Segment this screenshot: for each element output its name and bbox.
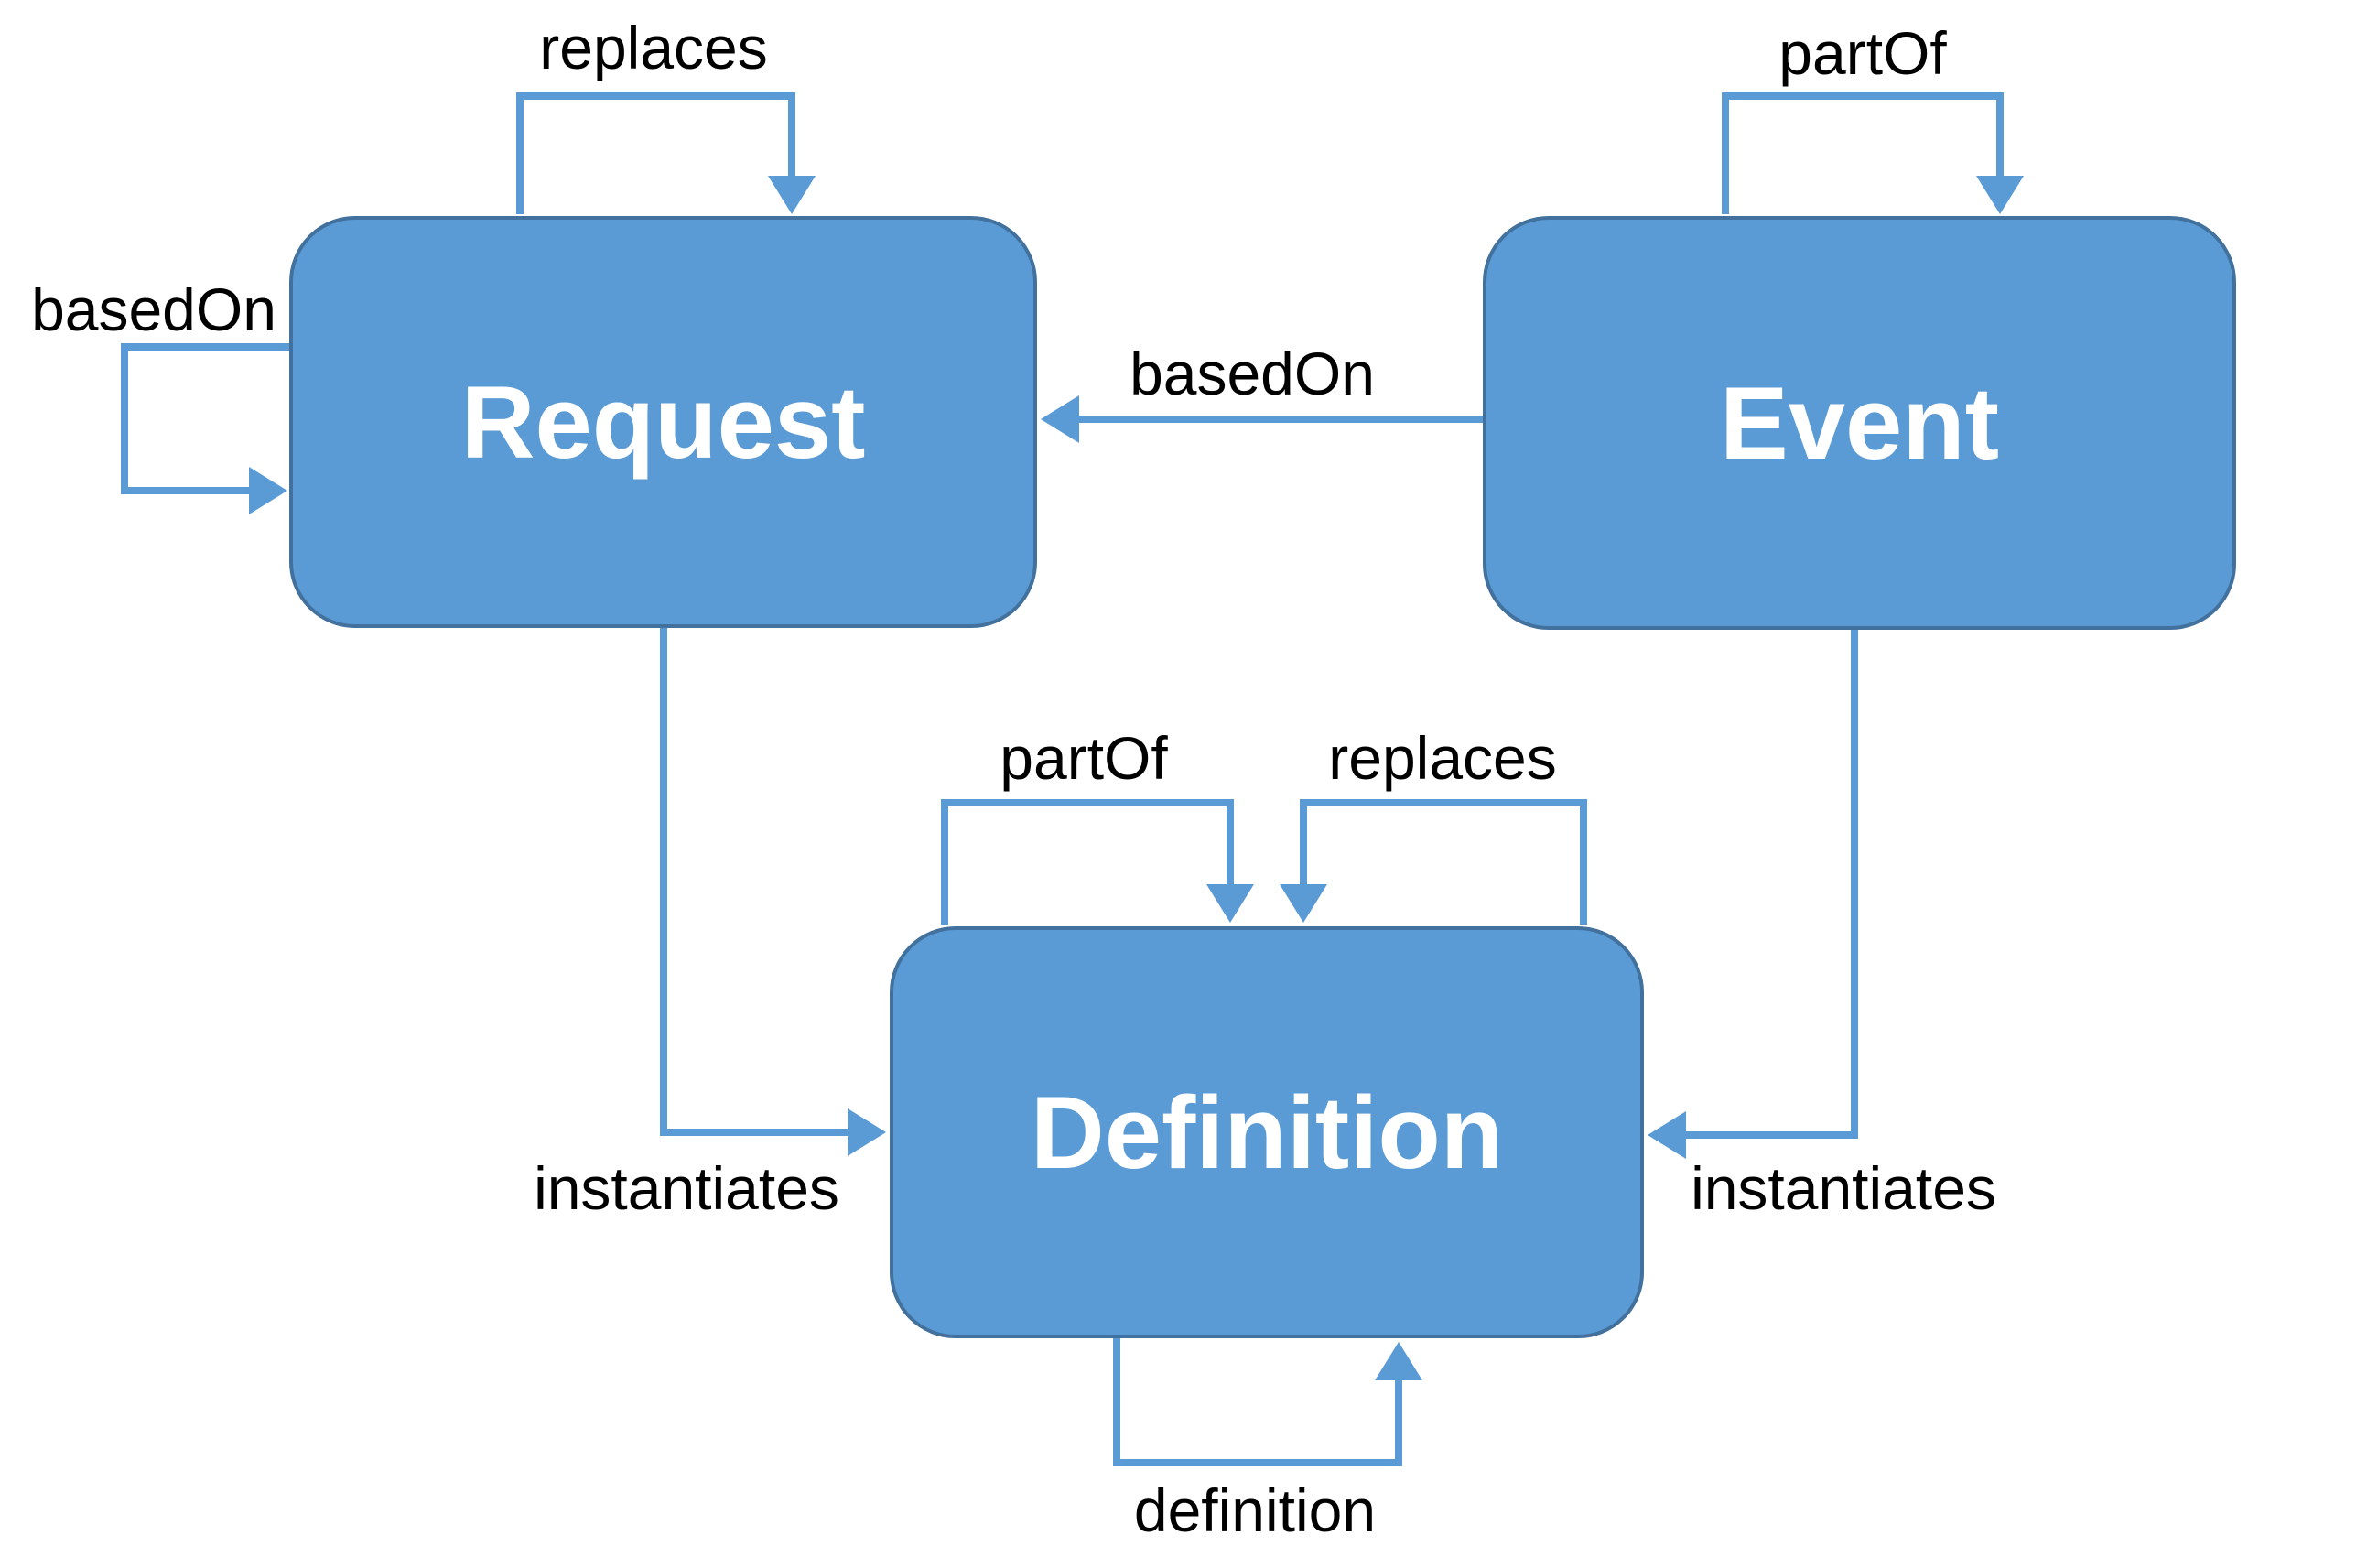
edge-label-definition-self: definition: [1133, 1476, 1377, 1544]
edge-replaces-request: [516, 92, 816, 214]
edge-label-replaces-request: replaces: [539, 14, 768, 81]
edge-partof-definition-arrowhead: [1206, 884, 1254, 923]
edge-partof-event-arrowhead: [1976, 176, 2024, 214]
edge-partof-event-line: [1722, 92, 2004, 214]
edge-instantiates-request-definition: [660, 628, 886, 1156]
edge-label-basedon-event-request: basedOn: [1130, 340, 1375, 407]
edge-label-partof-event: partOf: [1778, 19, 1947, 87]
node-definition: Definition: [890, 926, 1644, 1338]
edge-partof-event: [1722, 92, 2024, 214]
edge-label-basedon-request: basedOn: [31, 276, 276, 343]
edge-replaces-definition-arrowhead: [1280, 884, 1327, 923]
edge-instantiates-event-definition-line: [1686, 630, 1858, 1139]
edge-basedon-request: [121, 343, 289, 514]
edge-replaces-definition: [1280, 799, 1587, 925]
edge-definition-definition-line: [1113, 1336, 1402, 1466]
edge-instantiates-request-definition-line: [660, 628, 848, 1136]
edge-replaces-request-line: [516, 92, 795, 214]
node-request-label: Request: [460, 364, 866, 480]
edge-instantiates-request-definition-arrowhead: [848, 1108, 886, 1156]
edge-basedon-event-request-arrowhead: [1041, 395, 1079, 443]
edge-label-replaces-definition: replaces: [1328, 724, 1557, 792]
edge-label-instantiates-request: instantiates: [534, 1154, 839, 1222]
edge-definition-definition-arrowhead: [1375, 1342, 1422, 1380]
edge-replaces-request-arrowhead: [768, 176, 816, 214]
edge-basedon-event-request: [1041, 395, 1492, 443]
edge-instantiates-event-definition: [1648, 630, 1858, 1159]
node-event: Event: [1483, 216, 2236, 630]
node-event-label: Event: [1720, 365, 1999, 481]
edge-label-instantiates-event: instantiates: [1691, 1154, 1996, 1222]
edge-partof-definition-line: [941, 799, 1234, 925]
edge-basedon-request-line: [121, 343, 289, 494]
node-definition-label: Definition: [1030, 1075, 1504, 1190]
node-request: Request: [289, 216, 1037, 628]
edge-definition-definition: [1113, 1336, 1422, 1466]
edge-label-partof-definition: partOf: [1000, 724, 1168, 792]
edge-basedon-request-arrowhead: [249, 467, 287, 514]
edge-instantiates-event-definition-arrowhead: [1648, 1111, 1686, 1159]
edge-partof-definition: [941, 799, 1254, 925]
edge-replaces-definition-line: [1300, 799, 1587, 925]
